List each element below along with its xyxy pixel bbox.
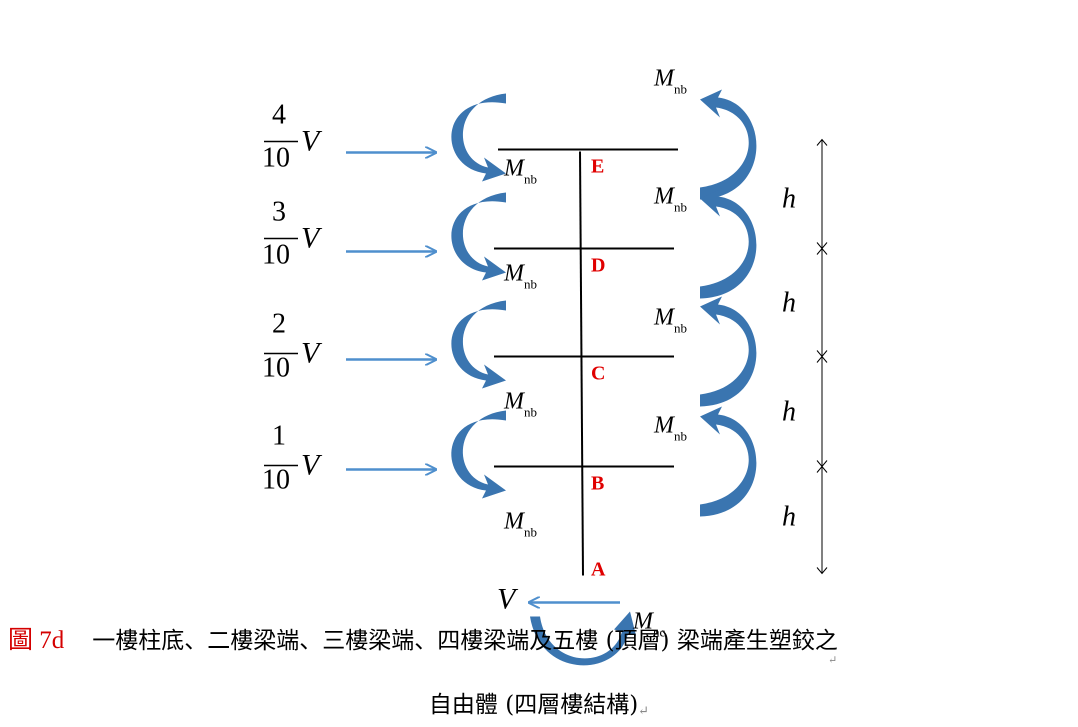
fraction-denominator-E: 10 <box>262 143 290 174</box>
force-symbol-E: V <box>301 125 323 158</box>
force-symbol-B: V <box>301 449 323 482</box>
moment-arc-left-B <box>451 410 506 499</box>
dimension-tick-down-3 <box>816 567 828 575</box>
dimension-tick-down-2 <box>816 460 828 468</box>
moment-label-left-B: Mnb <box>503 509 537 540</box>
story-height-D: h <box>782 288 796 319</box>
node-label-C: C <box>591 363 605 385</box>
column-line <box>579 151 584 576</box>
return-mark: ↵ <box>638 704 650 719</box>
base-moment-arc <box>530 611 636 666</box>
base-shear-symbol: V <box>497 583 519 616</box>
node-label-A: A <box>591 559 606 581</box>
moment-label-right-D: Mnb <box>653 184 687 215</box>
moment-label-left-E: Mnb <box>503 156 537 187</box>
fraction-numerator-D: 3 <box>272 197 286 228</box>
base-moment-label: Mnc <box>632 609 666 640</box>
fraction-numerator-E: 4 <box>272 100 286 131</box>
moment-arc-left-D <box>451 192 506 281</box>
fraction-numerator-B: 1 <box>272 421 286 452</box>
moment-arc-left-C <box>451 300 506 389</box>
story-height-E: h <box>782 184 796 215</box>
moment-label-left-C: Mnb <box>503 389 537 420</box>
caption-text-line2: 自由體 (四層樓結構) <box>428 692 639 718</box>
return-mark-figure: ↵ <box>828 655 837 667</box>
moment-arc-right-E <box>700 89 757 200</box>
moment-arc-left-E <box>451 93 506 182</box>
fraction-denominator-C: 10 <box>262 353 290 384</box>
caption-text-line1: 一樓柱底、二樓梁端、三樓梁端、四樓梁端及五樓 (頂層) 梁端產生塑鉸之 <box>92 628 838 654</box>
node-label-E: E <box>591 156 604 178</box>
figure-caption-line2: 自由體 (四層樓結構)↵ <box>0 685 1078 719</box>
force-symbol-D: V <box>301 222 323 255</box>
figure-number: 圖 7d <box>8 627 65 654</box>
fraction-numerator-C: 2 <box>272 309 286 340</box>
node-label-D: D <box>591 255 605 277</box>
moment-arc-right-C <box>700 296 757 407</box>
moment-label-right-C: Mnb <box>653 305 687 336</box>
dimension-tick-down-1 <box>816 350 828 358</box>
figure-caption-line1: 圖 7d 一樓柱底、二樓梁端、三樓梁端、四樓梁端及五樓 (頂層) 梁端產生塑鉸之 <box>8 620 1078 656</box>
story-height-C: h <box>782 397 796 428</box>
moment-label-right-E: Mnb <box>653 66 687 97</box>
fraction-denominator-B: 10 <box>262 465 290 496</box>
dimension-tick-down-0 <box>816 242 828 250</box>
force-symbol-C: V <box>301 337 323 370</box>
fraction-denominator-D: 10 <box>262 240 290 271</box>
dimension-tick-up-0 <box>816 138 828 146</box>
story-height-B: h <box>782 502 796 533</box>
moment-arc-right-B <box>700 406 757 517</box>
node-label-B: B <box>591 473 604 495</box>
moment-label-right-B: Mnb <box>653 413 687 444</box>
moment-label-left-D: Mnb <box>503 261 537 292</box>
moment-arc-right-D <box>700 188 757 299</box>
